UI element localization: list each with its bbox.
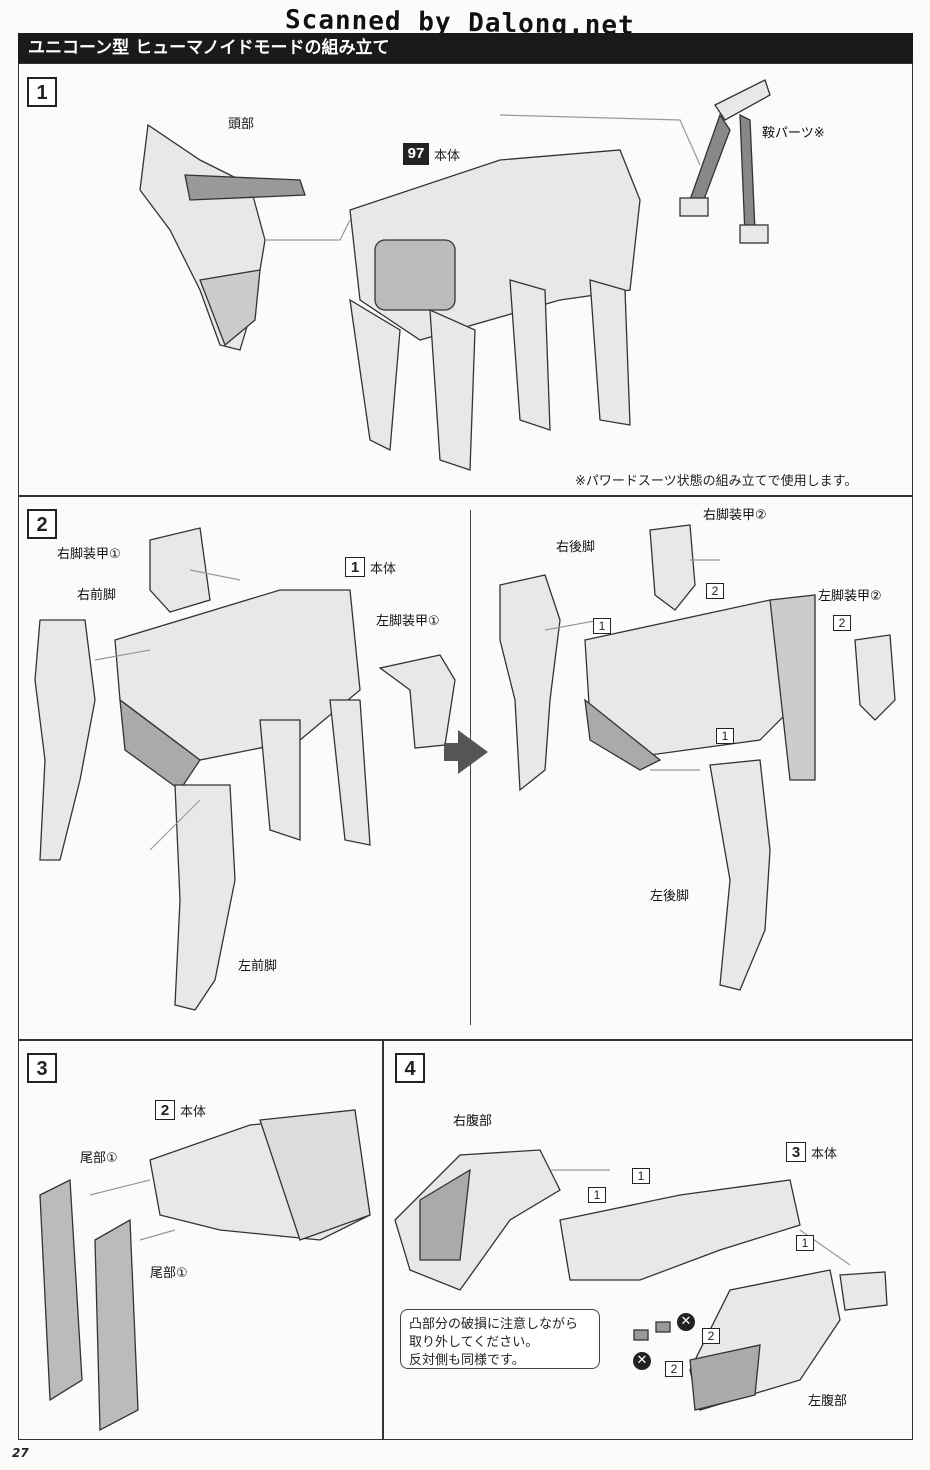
order-box: 1 (632, 1168, 650, 1184)
part-number-badge: 97 (403, 143, 429, 165)
small-pegs-illustration (633, 1321, 671, 1341)
body-step-box: 1 (345, 557, 365, 577)
saddle-part-illustration (679, 79, 771, 244)
left-abdomen-illustration (689, 1269, 888, 1411)
remove-x-icon: ✕ (677, 1313, 695, 1331)
unicorn-head-illustration (139, 123, 306, 351)
left-abdomen-label: 左腹部 (808, 1394, 848, 1409)
order-box: 2 (833, 615, 851, 631)
step2-panel (18, 496, 913, 1040)
body-badge-97: 97 本体 (403, 143, 460, 165)
guide-line-head (265, 219, 351, 241)
body-step-box: 3 (786, 1142, 806, 1162)
caution-line: 凸部分の破損に注意しながら (409, 1317, 579, 1332)
step1-number: 1 (27, 77, 57, 107)
body-label: 本体 (811, 1146, 838, 1162)
step4-body-badge: 3 本体 (786, 1142, 837, 1162)
order-box: 1 (716, 728, 734, 744)
left-rear-leg-label: 左後脚 (650, 889, 690, 904)
right-rear-leg-label: 右後脚 (556, 540, 596, 555)
guide-line-rrleg (544, 619, 601, 631)
step2b-body-illustration (584, 594, 816, 781)
left-rear-leg-illustration (709, 759, 771, 991)
right-armor1-illustration (149, 527, 211, 613)
body-step-box: 2 (155, 1100, 175, 1120)
tail1-upper-illustration (39, 1178, 83, 1402)
saddle-label: 鞍パーツ※ (762, 126, 825, 141)
caution-line: 取り外してください。 (409, 1335, 539, 1350)
next-step-arrow (444, 730, 488, 774)
step3-body-badge: 2 本体 (155, 1100, 206, 1120)
body-label: 本体 (370, 561, 397, 577)
tail1-lower-illustration (94, 1218, 139, 1432)
body-label: 本体 (434, 148, 461, 164)
step2-number: 2 (27, 509, 57, 539)
body-label: 本体 (180, 1104, 207, 1120)
main-body-illustration (349, 149, 641, 471)
tail1-label-lower: 尾部① (150, 1266, 188, 1281)
step4-number: 4 (395, 1053, 425, 1083)
right-armor2-illustration (649, 524, 696, 611)
left-armor1-illustration (378, 654, 456, 749)
left-armor2-illustration (854, 634, 896, 721)
guide-line-saddle (499, 114, 701, 166)
guide-line-lfleg (149, 799, 201, 851)
page-number: 27 (12, 1446, 29, 1460)
right-armor2-label: 右脚装甲② (703, 508, 767, 523)
step3-panel (18, 1040, 383, 1440)
left-front-leg-illustration (174, 784, 236, 1011)
step1-panel (18, 63, 913, 496)
step4-body-illustration (559, 1179, 801, 1281)
step3-body-illustration (149, 1109, 371, 1241)
right-abdomen-illustration (394, 1149, 561, 1291)
order-box: 1 (796, 1235, 814, 1251)
right-abdomen-label: 右腹部 (453, 1114, 493, 1129)
head-label: 頭部 (228, 117, 255, 132)
right-rear-leg-illustration (499, 574, 561, 792)
tail1-label-upper: 尾部① (80, 1151, 118, 1166)
right-front-leg-illustration (34, 619, 96, 861)
guide-line-armor1 (189, 569, 241, 581)
guide-line-rfleg (94, 649, 151, 661)
remove-x-icon: ✕ (633, 1352, 651, 1370)
guide-line-tail2 (139, 1229, 176, 1241)
page-title: ユニコーン型 ヒューマノイドモードの組み立て (18, 33, 913, 63)
order-box: 2 (706, 583, 724, 599)
step2-body-badge: 1 本体 (345, 557, 396, 577)
order-box: 2 (665, 1361, 683, 1377)
left-armor2-label: 左脚装甲② (818, 589, 882, 604)
right-front-leg-label: 右前脚 (77, 588, 117, 603)
step4-panel (383, 1040, 913, 1440)
left-front-leg-label: 左前脚 (238, 959, 278, 974)
order-box: 2 (702, 1328, 720, 1344)
step1-footnote: ※パワードスーツ状態の組み立てで使用します。 (575, 474, 858, 489)
caution-note: 凸部分の破損に注意しながら 取り外してください。 反対側も同様です。 (400, 1309, 600, 1369)
step2-body-illustration (114, 589, 371, 846)
right-armor1-label: 右脚装甲① (57, 547, 121, 562)
step3-number: 3 (27, 1053, 57, 1083)
guide-line-tail1 (89, 1179, 151, 1196)
order-box: 1 (588, 1187, 606, 1203)
left-armor1-label: 左脚装甲① (376, 614, 440, 629)
order-box: 1 (593, 618, 611, 634)
caution-line: 反対側も同様です。 (409, 1353, 525, 1368)
